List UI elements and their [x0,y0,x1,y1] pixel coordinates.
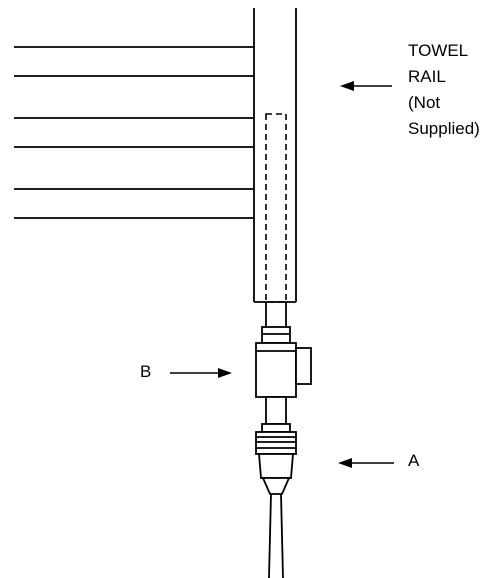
arrow-towel-rail [340,81,392,91]
upper-nut [261,326,291,344]
cable [268,493,284,578]
arrow-a [338,458,394,468]
label-a: A [408,451,420,470]
heating-element-hidden [265,113,287,303]
towel-rail-label-line1: TOWEL [408,41,468,60]
connecting-pipe [265,396,287,425]
arrow-b [170,368,232,378]
connector-a [255,423,297,495]
towel-rail-label-line2: RAIL [408,67,446,86]
towel-rail-label-line4: Supplied) [408,119,480,138]
towel-rail-label-line3: (Not [408,93,440,112]
label-b: B [140,362,151,381]
t-piece-b [255,342,312,398]
towel-rail [14,8,297,303]
element-stem [265,302,287,327]
